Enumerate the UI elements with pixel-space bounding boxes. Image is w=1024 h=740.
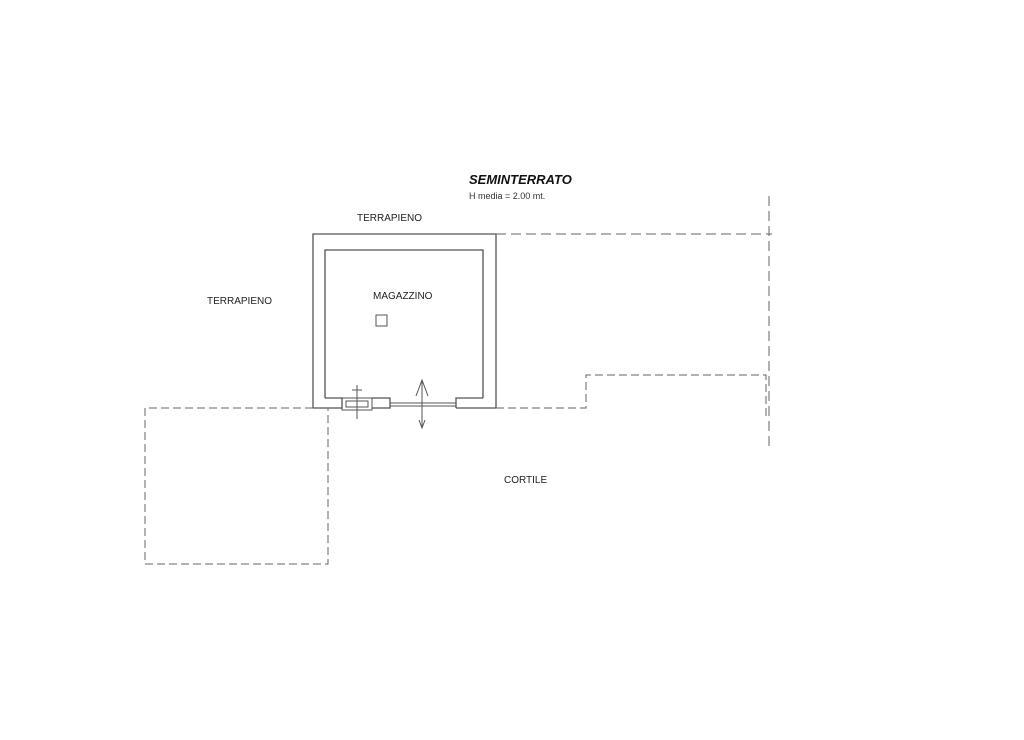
room-walls [312, 233, 497, 411]
bottom-wall-left [313, 397, 343, 409]
label-cortile: CORTILE [504, 475, 547, 486]
floor-drain-icon [375, 314, 388, 327]
label-terrapieno-left: TERRAPIENO [207, 296, 272, 307]
entrance-arrow-icon [415, 378, 429, 430]
label-terrapieno-top: TERRAPIENO [357, 213, 422, 224]
plan-subtitle: H media = 2.00 mt. [469, 191, 545, 201]
inner-wall [324, 249, 484, 398]
plan-title: SEMINTERRATO [469, 172, 572, 187]
bottom-wall-right [455, 397, 496, 409]
property-boundary [144, 196, 772, 565]
window-frame [341, 397, 373, 411]
outer-wall [312, 233, 497, 408]
label-magazzino: MAGAZZINO [373, 291, 433, 302]
bottom-wall-middle [372, 397, 391, 409]
window-glass [345, 400, 369, 408]
